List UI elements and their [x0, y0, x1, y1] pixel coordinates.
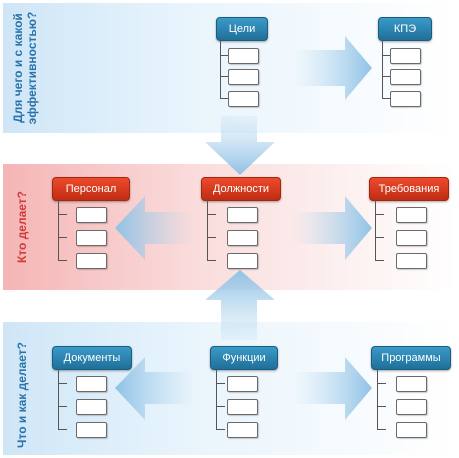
programs-sub-box: [396, 422, 427, 438]
arrow-functions-to-positions: [205, 270, 275, 340]
functions-sub-box: [227, 399, 258, 415]
requirements-sub-box: [396, 253, 427, 269]
arrow-goals-to-positions: [205, 116, 275, 175]
arrow-positions-to-personnel: [115, 196, 195, 260]
functions-sub-box: [227, 422, 258, 438]
kpi-sub-box: [390, 69, 421, 85]
requirements-sub-box: [396, 207, 427, 223]
requirements-sub-box: [396, 230, 427, 246]
goals-sub-box: [228, 48, 259, 64]
positions-sub-box: [227, 253, 258, 269]
positions-sub-box: [227, 207, 258, 223]
personnel-sub-box: [76, 253, 107, 269]
programs-sub-box: [396, 376, 427, 392]
functions-sub-box: [227, 376, 258, 392]
kpi-sub-box: [390, 48, 421, 64]
node-functions[interactable]: Функции: [210, 346, 278, 370]
kpi-sub-box: [390, 91, 421, 107]
documents-sub-box: [76, 422, 107, 438]
documents-sub-box: [76, 376, 107, 392]
arrow-functions-to-documents: [115, 357, 195, 420]
node-kpi[interactable]: КПЭ: [378, 17, 432, 41]
personnel-sub-box: [76, 207, 107, 223]
goals-sub-box: [228, 69, 259, 85]
personnel-sub-box: [76, 230, 107, 246]
node-documents[interactable]: Документы: [52, 346, 132, 370]
node-requirements[interactable]: Требования: [369, 177, 449, 201]
arrow-functions-to-programs: [292, 357, 372, 420]
node-goals[interactable]: Цели: [216, 17, 268, 41]
arrow-goals-to-kpi: [292, 36, 372, 100]
arrow-positions-to-requirements: [292, 196, 372, 260]
documents-sub-box: [76, 399, 107, 415]
node-personnel[interactable]: Персонал: [52, 177, 130, 201]
programs-sub-box: [396, 399, 427, 415]
positions-sub-box: [227, 230, 258, 246]
node-positions[interactable]: Должности: [201, 177, 281, 201]
node-programs[interactable]: Программы: [371, 346, 451, 370]
goals-sub-box: [228, 91, 259, 107]
